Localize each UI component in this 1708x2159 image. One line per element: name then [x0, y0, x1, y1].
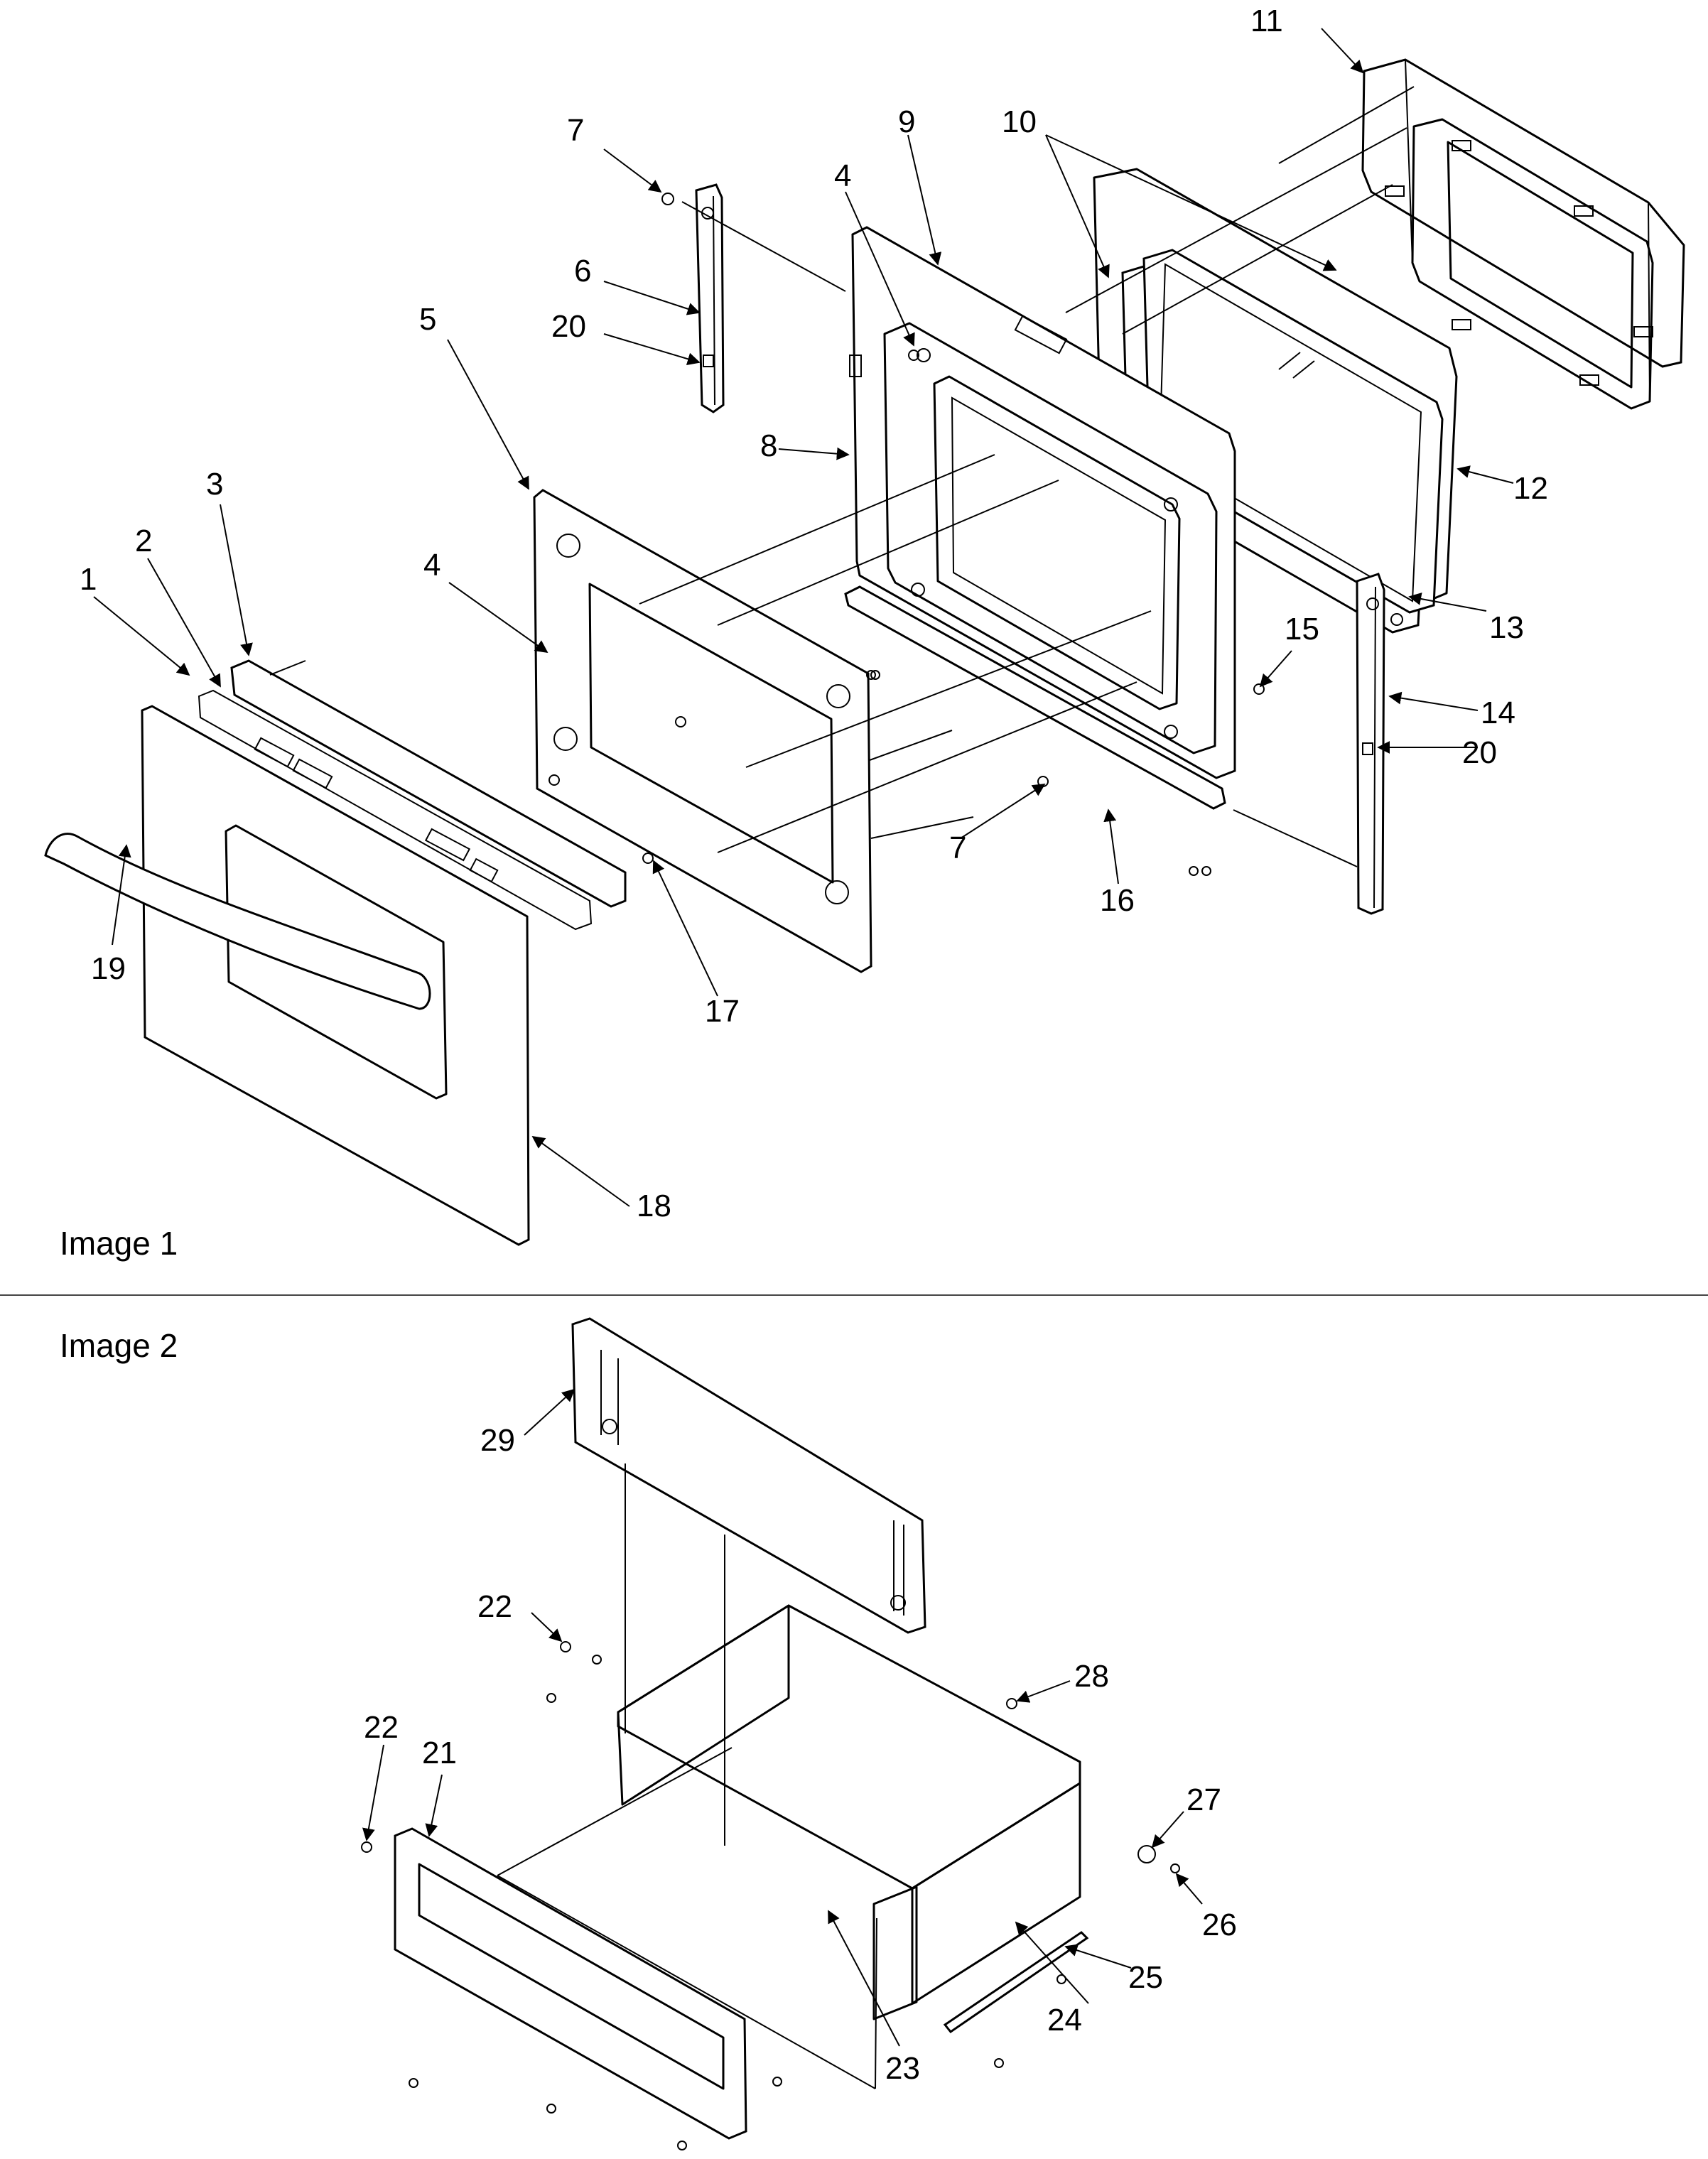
lower-channel-part — [844, 585, 1226, 810]
callout-17: 17 — [705, 994, 740, 1029]
callout-22: 22 — [477, 1589, 512, 1624]
callout-3: 3 — [206, 467, 223, 502]
callout-1: 1 — [80, 562, 97, 597]
callout-22b: 22 — [364, 1710, 399, 1745]
slide-rail-part — [943, 1931, 1089, 2034]
callout-labels: 11 7 9 10 4 6 20 5 8 12 3 2 1 4 13 15 14… — [80, 4, 1548, 1223]
back-panel-part — [571, 1317, 926, 1634]
callout-14: 14 — [1481, 696, 1515, 730]
image-1-oven-door: 11 7 9 10 4 6 20 5 8 12 3 2 1 4 13 15 14… — [44, 4, 1685, 1262]
callout-24: 24 — [1047, 2003, 1082, 2038]
callout-4: 4 — [834, 158, 851, 193]
drawer-callout-labels: 29 22 28 22 21 27 26 25 24 23 — [364, 1423, 1237, 2086]
drawer-box-part — [497, 1463, 1081, 2089]
image-2-drawer: Image 2 — [60, 1317, 1237, 2150]
callout-27: 27 — [1187, 1782, 1221, 1817]
callout-10: 10 — [1002, 104, 1037, 139]
figure-caption-1: Image 1 — [60, 1225, 178, 1262]
callout-5: 5 — [419, 302, 436, 337]
mid-panel-part — [533, 489, 872, 973]
callout-29: 29 — [480, 1423, 515, 1458]
callout-7: 7 — [567, 113, 584, 148]
glass-panels-part — [1121, 249, 1444, 634]
right-hinge-part — [1356, 573, 1385, 915]
figure-caption-2: Image 2 — [60, 1327, 178, 1364]
drawer-front-part — [394, 1827, 747, 2140]
callout-20b: 20 — [1462, 735, 1497, 770]
callout-21: 21 — [422, 1736, 457, 1770]
callout-9: 9 — [898, 104, 915, 139]
leader-lines — [93, 28, 1514, 1207]
callout-28: 28 — [1074, 1659, 1109, 1694]
callout-4b: 4 — [423, 548, 440, 583]
top-bracket-part — [198, 659, 627, 931]
callout-23: 23 — [885, 2051, 920, 2086]
door-frame-part — [1361, 58, 1685, 410]
drawer-screws — [361, 1641, 1180, 2150]
assembly-lines — [269, 86, 1415, 867]
callout-6: 6 — [574, 254, 591, 288]
callout-8: 8 — [760, 428, 777, 463]
callout-15: 15 — [1285, 612, 1319, 646]
drawer-leader-lines — [362, 1388, 1203, 2047]
callout-13: 13 — [1489, 610, 1524, 645]
callout-2: 2 — [135, 524, 152, 558]
callout-7b: 7 — [949, 830, 966, 865]
callout-25: 25 — [1128, 1960, 1163, 1995]
callout-16: 16 — [1100, 883, 1135, 918]
callout-11: 11 — [1250, 4, 1283, 38]
callout-26: 26 — [1202, 1908, 1237, 1942]
callout-20: 20 — [551, 309, 586, 344]
callout-12: 12 — [1513, 471, 1548, 506]
callout-19: 19 — [91, 951, 126, 986]
callout-18: 18 — [637, 1189, 671, 1223]
left-hinge-part — [695, 183, 725, 413]
door-handle-part — [44, 833, 431, 1010]
